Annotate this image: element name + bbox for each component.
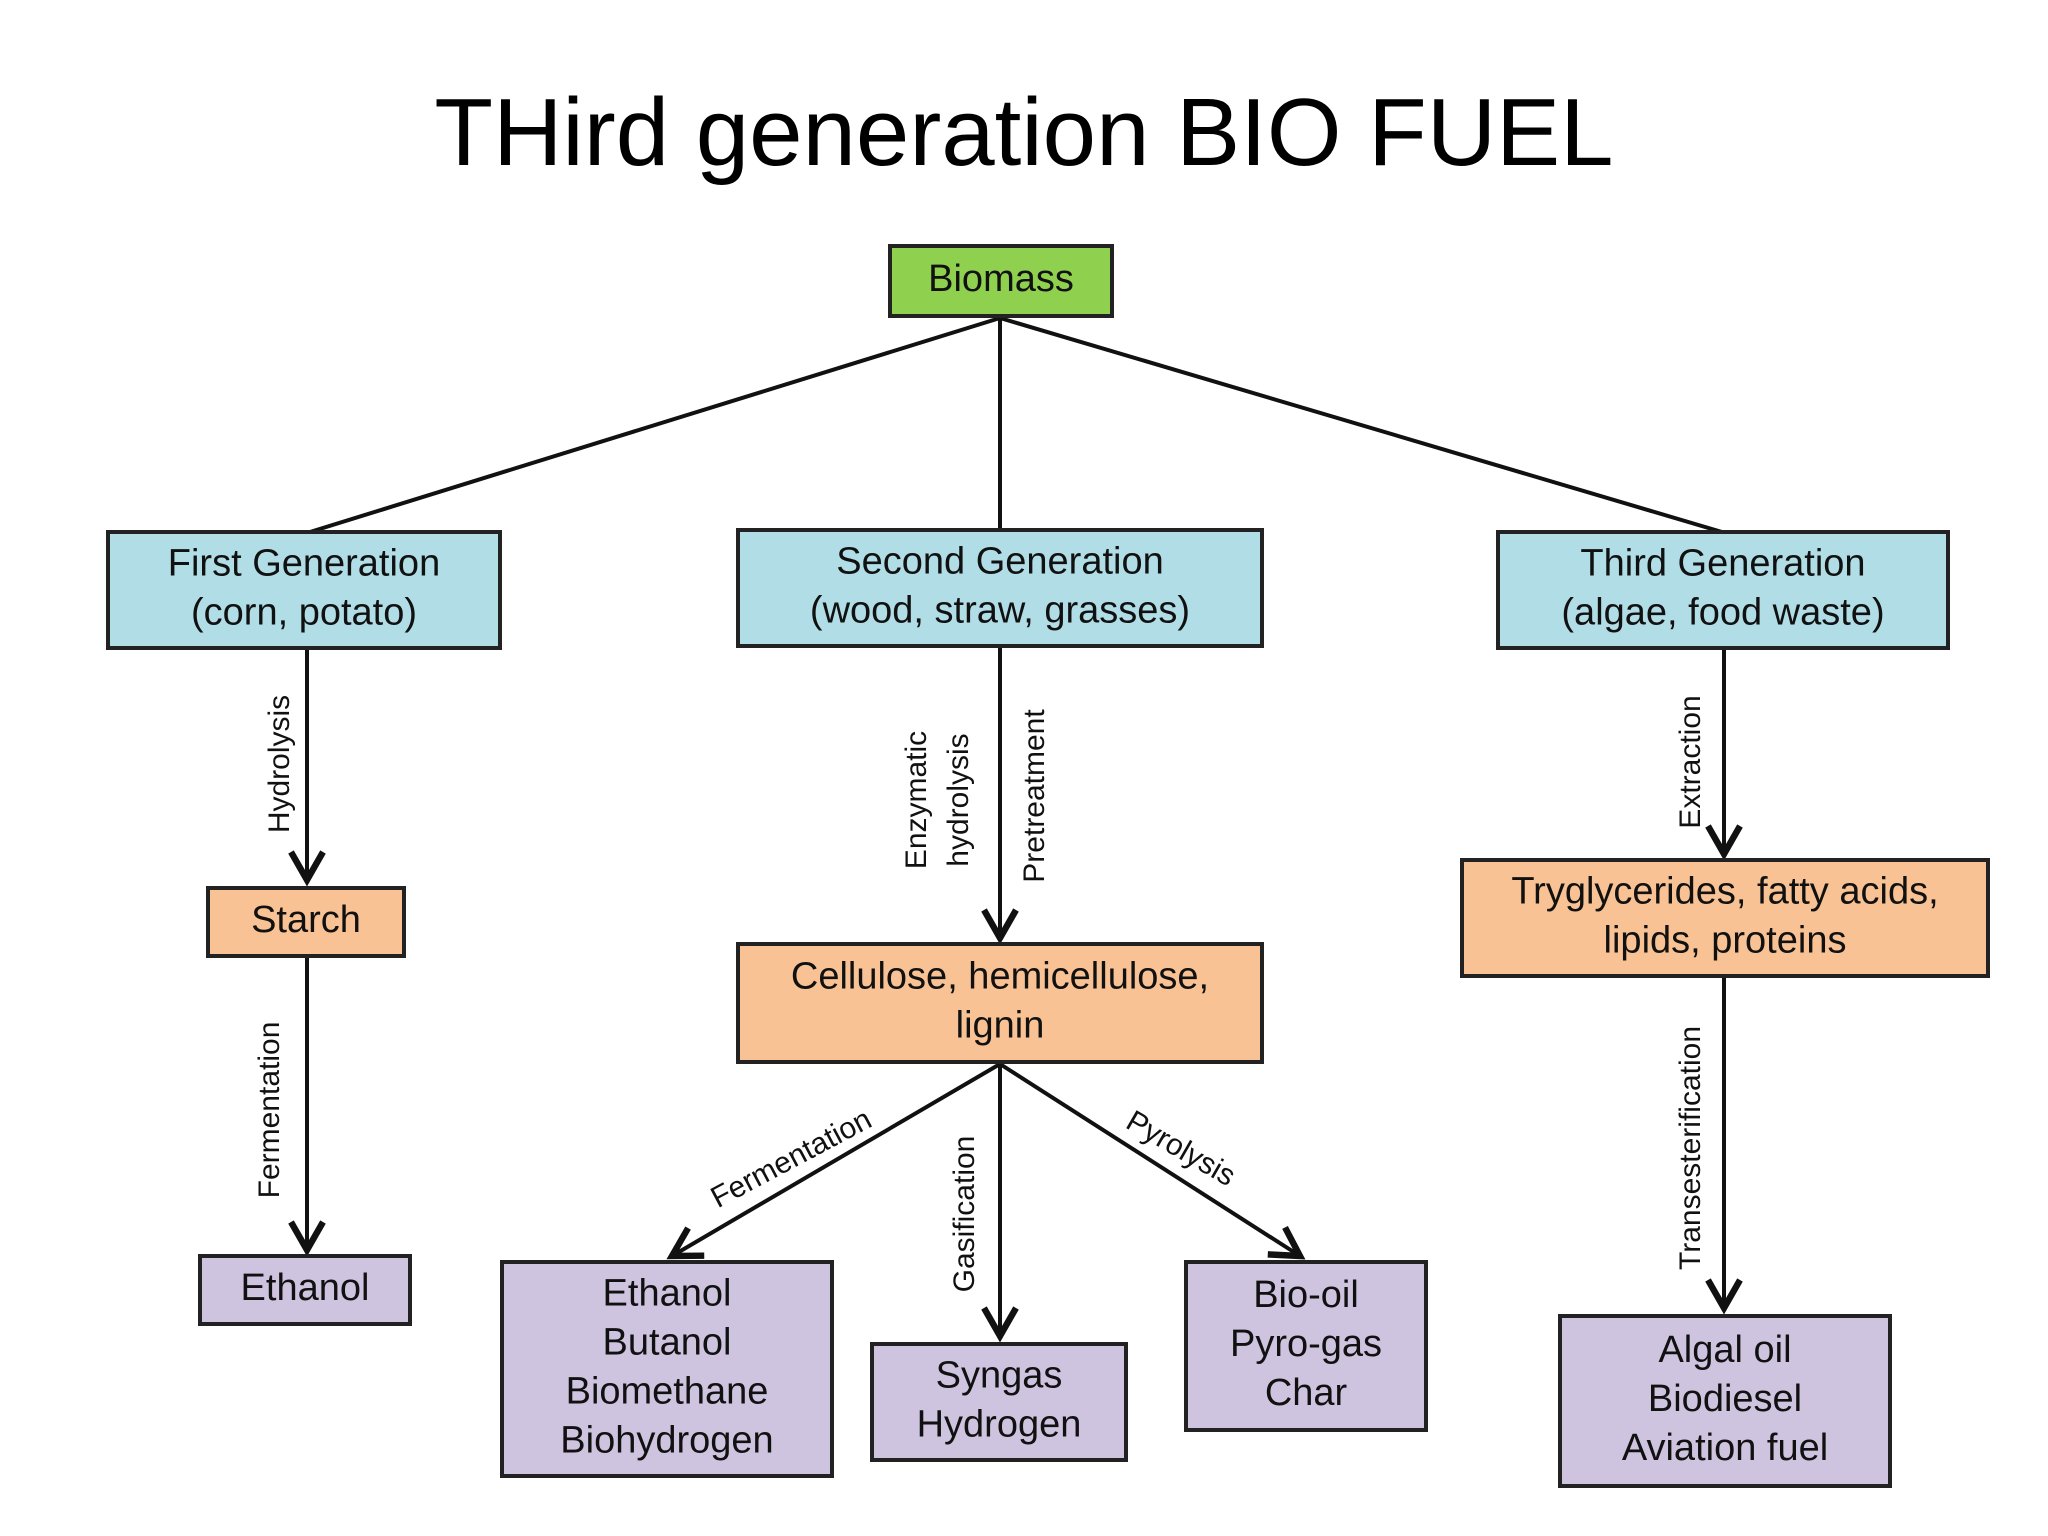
node-label-line: Butanol (603, 1322, 732, 1364)
node-label-line: Second Generation (836, 541, 1163, 583)
process-fermentation-second: Fermentation (705, 1103, 877, 1215)
process-enzymatic: Enzymatic (900, 731, 933, 869)
process-extraction: Extraction (1674, 695, 1707, 828)
process-pretreatment: Pretreatment (1018, 709, 1051, 883)
node-ethanol-first: Ethanol (198, 1254, 412, 1326)
node-label-line: Hydrogen (917, 1404, 1082, 1446)
node-tryglycerides: Tryglycerides, fatty acids, lipids, prote… (1460, 858, 1990, 978)
arrow-cellulose-fermentation (666, 1062, 1002, 1260)
process-enzymatic-hydrolysis: hydrolysis (942, 733, 975, 866)
node-label-line: Tryglycerides, fatty acids, (1511, 871, 1938, 913)
node-label-line: Ethanol (603, 1273, 732, 1315)
node-label-line: Pyro-gas (1230, 1323, 1382, 1365)
node-first-generation: First Generation (corn, potato) (106, 530, 502, 650)
node-label-line: Syngas (936, 1355, 1063, 1397)
node-label-line: Ethanol (241, 1267, 370, 1309)
node-label-line: Aviation fuel (1622, 1427, 1828, 1469)
arrow-cellulose-pyrolysis (998, 1062, 1306, 1260)
process-gasification: Gasification (948, 1136, 981, 1293)
process-fermentation-first: Fermentation (253, 1022, 286, 1199)
node-label-line: Biomass (928, 258, 1074, 300)
node-label-line: Cellulose, hemicellulose, (791, 956, 1209, 998)
node-label-line: (wood, straw, grasses) (810, 590, 1190, 632)
node-label-line: Starch (251, 899, 361, 941)
node-second-generation: Second Generation (wood, straw, grasses) (736, 528, 1264, 648)
node-label-line: Biohydrogen (560, 1420, 773, 1462)
node-label-line: First Generation (168, 543, 440, 585)
slide-title: THird generation BIO FUEL (434, 79, 1614, 186)
node-cellulose: Cellulose, hemicellulose, lignin (736, 942, 1264, 1064)
node-label-line: Biodiesel (1648, 1378, 1802, 1420)
node-third-generation: Third Generation (algae, food waste) (1496, 530, 1950, 650)
node-label-line: (corn, potato) (191, 592, 417, 634)
node-biomass: Biomass (888, 244, 1114, 318)
node-label-line: lignin (956, 1005, 1045, 1047)
edge-biomass-third (999, 316, 1723, 534)
edge-biomass-first (309, 316, 1001, 534)
node-label-line: (algae, food waste) (1561, 592, 1884, 634)
node-label-line: lipids, proteins (1604, 920, 1847, 962)
process-hydrolysis: Hydrolysis (263, 695, 296, 833)
node-label-line: Biomethane (566, 1371, 769, 1413)
node-label-line: Char (1265, 1372, 1348, 1414)
node-label-line: Bio-oil (1253, 1274, 1359, 1316)
node-label-line: Algal oil (1658, 1329, 1791, 1371)
node-starch: Starch (206, 886, 406, 958)
process-transesterification: Transesterification (1674, 1026, 1707, 1270)
node-label-line: Third Generation (1580, 543, 1865, 585)
